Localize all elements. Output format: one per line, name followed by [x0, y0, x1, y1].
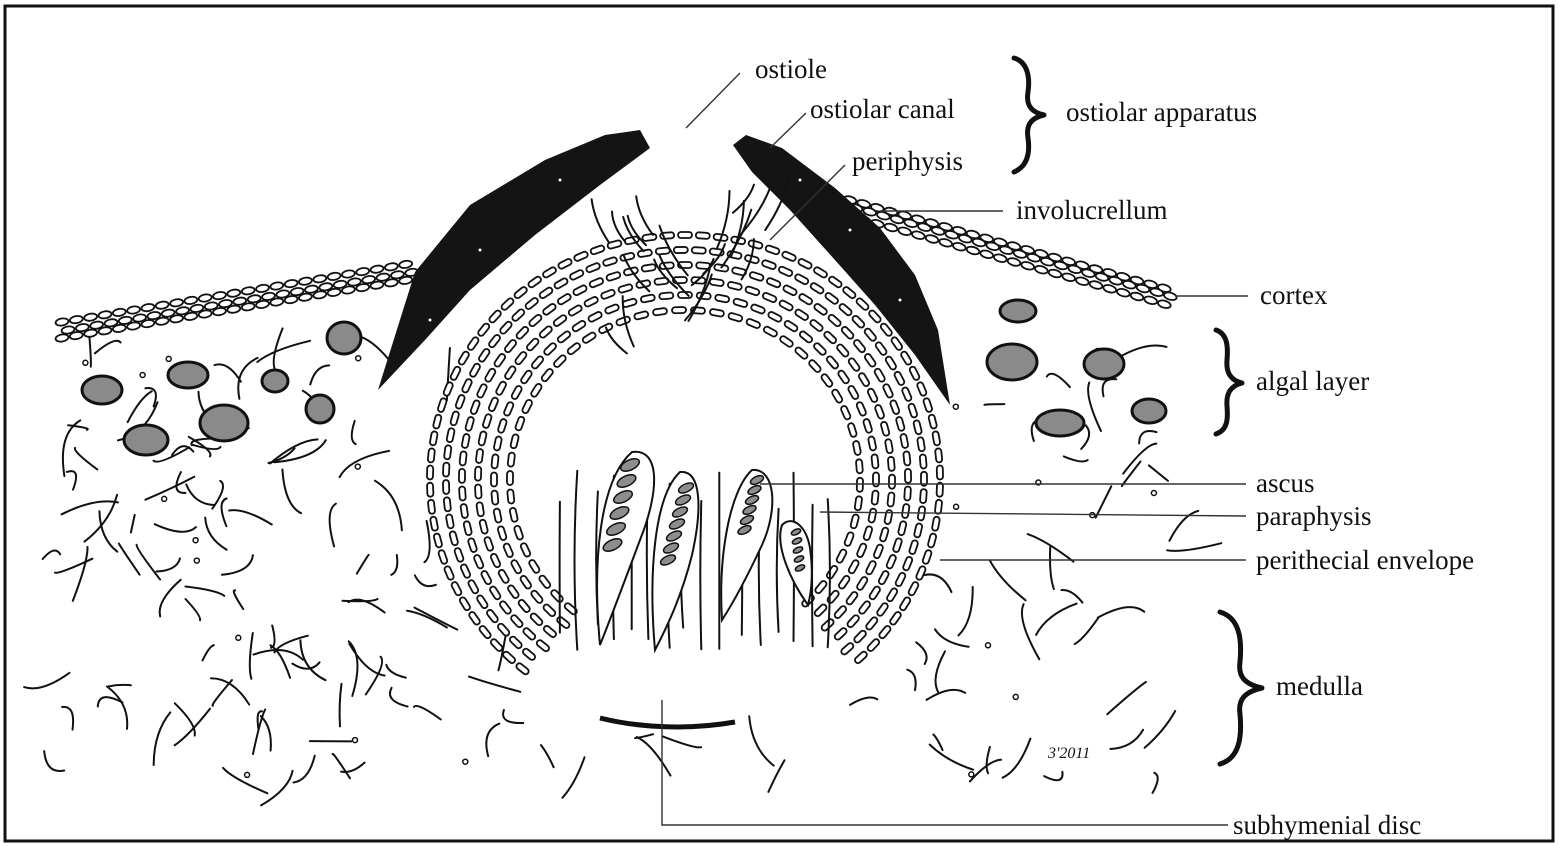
label-ascus: ascus [1256, 468, 1314, 498]
brace-algal-layer [1216, 330, 1242, 434]
label-cortex: cortex [1260, 280, 1328, 310]
artist-signature: 3'2011 [1047, 745, 1090, 762]
brace-ostiolar-apparatus [1014, 58, 1044, 172]
subhymenial-disc-band [600, 718, 735, 727]
label-periphysis: periphysis [852, 146, 963, 176]
asci [597, 452, 812, 650]
label-subhymenial-disc: subhymenial disc [1233, 810, 1421, 840]
leader-lines [662, 73, 1248, 825]
cortex-cells-left [55, 260, 419, 343]
perithecial-envelope-cells [427, 232, 943, 676]
label-involucrellum: involucrellum [1016, 195, 1167, 225]
label-ostiolar-apparatus: ostiolar apparatus [1066, 97, 1257, 127]
ascus-3 [721, 470, 772, 620]
label-paraphysis: paraphysis [1256, 501, 1371, 531]
label-ostiole: ostiole [755, 54, 827, 84]
label-medulla: medulla [1276, 671, 1363, 701]
label-algal-layer: algal layer [1256, 366, 1369, 396]
label-perithecial-envelope: perithecial envelope [1256, 545, 1474, 575]
ascus-2 [652, 472, 698, 650]
label-ostiolar-canal: ostiolar canal [810, 94, 955, 124]
brace-medulla [1220, 612, 1262, 764]
